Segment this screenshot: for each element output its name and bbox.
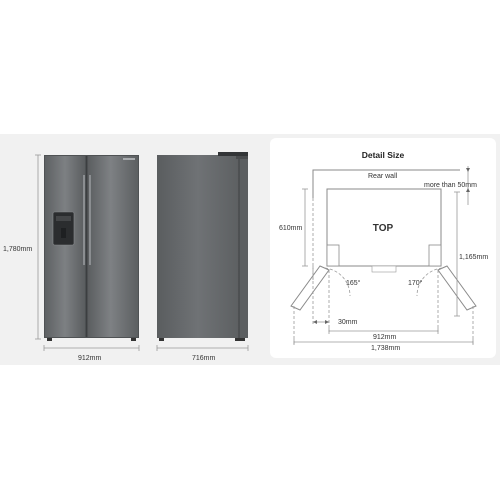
side-depth-dimension — [156, 345, 249, 351]
dispenser-lever — [61, 228, 66, 238]
right-swing-arc — [416, 267, 443, 297]
hinge-plate — [236, 156, 248, 159]
clearance-label: more than 50mm — [424, 182, 477, 189]
side-depth-label: 716mm — [192, 355, 216, 362]
brand-logo-icon — [123, 158, 135, 160]
detail-top-view: Detail Size Rear wall more than 50mm TOP — [279, 150, 488, 352]
rear-wall-label: Rear wall — [368, 173, 398, 180]
front-width-label: 912mm — [78, 355, 102, 362]
front-foot-left — [47, 338, 52, 341]
open-depth-label: 1,165mm — [459, 254, 488, 261]
clearance-arrow-top — [466, 168, 470, 172]
right-door-handle — [89, 175, 91, 265]
center-mullion — [371, 265, 397, 273]
left-door — [45, 156, 85, 337]
clearance-arrow-bottom — [466, 188, 470, 192]
front-height-dimension — [35, 154, 41, 340]
front-height-label: 1,780mm — [3, 246, 32, 253]
right-angle-label: 170° — [408, 279, 423, 287]
hinge-gap-arrow-left — [313, 320, 317, 324]
side-foot-rear — [159, 338, 164, 341]
left-door-handle — [83, 175, 85, 265]
detail-title: Detail Size — [362, 150, 405, 160]
hinge-gap-arrow-right — [325, 320, 329, 324]
fridge-body-side — [157, 155, 239, 338]
left-swing-arc — [324, 267, 351, 297]
side-foot-front — [235, 338, 245, 341]
left-hinge-block — [326, 244, 340, 267]
rear-wall — [312, 169, 460, 198]
left-open-door — [290, 265, 330, 311]
right-door — [88, 156, 138, 337]
front-view: 1,780mm 912mm — [3, 154, 140, 362]
width-label: 912mm — [373, 334, 397, 341]
front-foot-right — [131, 338, 136, 341]
top-hinge-cover — [218, 152, 248, 156]
side-door-profile — [239, 158, 248, 338]
dispenser-panel — [56, 216, 71, 221]
top-label: TOP — [373, 223, 394, 234]
depth-label: 610mm — [279, 225, 303, 232]
left-angle-label: 165° — [346, 279, 361, 287]
open-width-label: 1,738mm — [371, 345, 400, 352]
front-width-dimension — [43, 345, 140, 351]
hinge-gap-label: 30mm — [338, 319, 358, 326]
right-hinge-block — [428, 244, 442, 267]
side-view: 716mm — [156, 152, 249, 362]
